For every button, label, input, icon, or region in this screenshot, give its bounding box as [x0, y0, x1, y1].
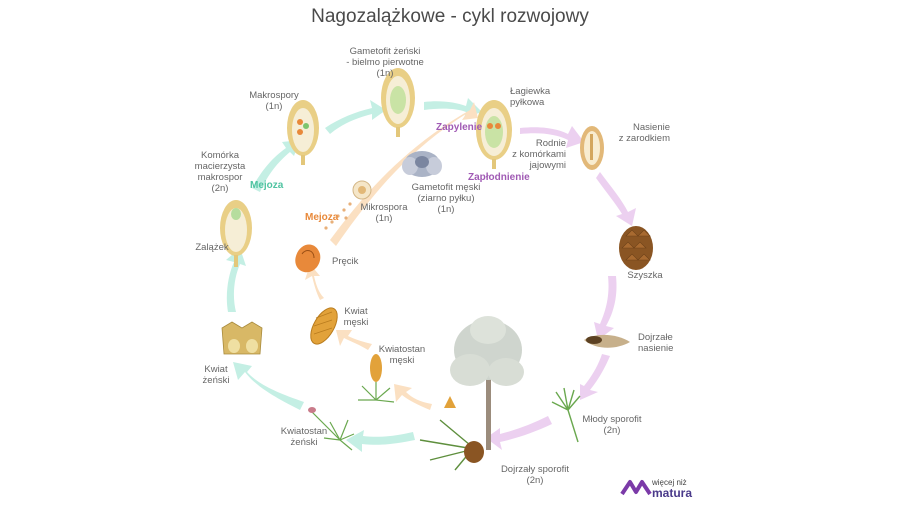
kwiat-zenski-illustration — [221, 321, 263, 355]
dojrzale-nasienie-illustration — [584, 334, 630, 348]
label-mejoza-female: Mejoza — [250, 180, 284, 191]
label-dojrzale-nasienie: Dojrzałe nasienie — [638, 332, 674, 354]
arrow-szyszka-to-dojrzale — [594, 276, 617, 340]
kwiatostan-zenski-illustration — [308, 407, 355, 451]
diagram-title: Nagozalążkowe - cykl rozwojowy — [311, 6, 589, 27]
arrow-kwiatostan-to-kwiat — [233, 362, 304, 410]
matura-logo-mark — [620, 480, 652, 496]
label-mikrospora: Mikrospora (1n) — [360, 202, 408, 224]
label-gametofit-zenski: Gametofit żeński - bielmo pierwotne (1n) — [346, 46, 424, 79]
gametofit-meski-illustration — [402, 151, 442, 177]
arrow-mlody-to-dojrzaly — [486, 416, 552, 450]
kwiatostan-meski-illustration — [358, 354, 395, 403]
arrow-nasienie-to-szyszka — [596, 172, 636, 226]
label-kwiatostan-meski: Kwiatostan męski — [378, 344, 426, 366]
arrow-kwiat-to-precik — [305, 264, 324, 300]
purple-path-arrows — [486, 126, 636, 450]
label-szyszka: Szyszka — [627, 270, 663, 281]
mlody-sporofit-illustration — [551, 387, 581, 443]
arrow-sporofit-to-kwiatostan — [346, 430, 415, 452]
label-gametofit-meski: Gametofit męski (ziarno pyłku) (1n) — [411, 182, 481, 215]
label-kwiatostan-zenski: Kwiatostan żeński — [280, 426, 328, 448]
brand-logo-line2: matura — [652, 486, 693, 500]
arrow-precik-to-zapylenie — [330, 102, 478, 246]
nasienie-illustration — [580, 126, 604, 170]
mikrospora-illustration — [324, 180, 372, 230]
arrow-kwiat-to-zalazek — [226, 248, 246, 312]
label-kwiat-meski: Kwiat męski — [343, 306, 369, 328]
label-nasienie: Nasienie z zarodkiem — [618, 122, 670, 144]
gametofit-zenski-illustration — [381, 68, 415, 137]
label-dojrzaly-sporofit: Dojrzały sporofit (2n) — [500, 464, 570, 486]
brand-logo-line1: więcej niż — [652, 478, 687, 487]
label-zaplodnienie: Zapłodnienie — [468, 172, 530, 183]
label-komorka: Komórka macierzysta makrospor (2n) — [194, 150, 246, 194]
arrow-dojrzale-to-mlody — [580, 354, 610, 400]
label-zapylenie: Zapylenie — [436, 122, 483, 133]
arrow-zaplodnienie-to-nasienie — [520, 126, 584, 148]
label-rodnie: Rodnie z komórkami jajowymi — [512, 138, 566, 171]
makrospory-illustration — [287, 100, 319, 165]
brand-logo: więcej niż matura — [620, 478, 700, 500]
szyszka-illustration — [619, 226, 653, 270]
label-mejoza-male: Mejoza — [305, 212, 339, 223]
kwiat-meski-illustration — [310, 307, 338, 345]
precik-illustration — [295, 244, 321, 273]
arrow-zalazek-to-makrospory — [252, 140, 300, 192]
label-lagiewka: Łagiewka pyłkowa — [510, 86, 551, 108]
arrow-kwiatostan-to-kwiat-meski — [336, 330, 372, 350]
zalazek-illustration — [220, 200, 252, 267]
female-path-arrows — [226, 98, 482, 452]
male-path-arrows — [305, 102, 478, 410]
label-kwiat-zenski: Kwiat żeński — [202, 364, 230, 386]
label-precik: Pręcik — [332, 256, 359, 267]
dojrzaly-sporofit-illustration — [419, 316, 524, 471]
zapylenie-ovule-illustration — [476, 100, 512, 169]
arrow-makrospory-to-gametofit — [325, 100, 386, 134]
label-zalazek: Zalążek — [195, 242, 229, 253]
label-makrospory: Makrospory (1n) — [249, 90, 299, 112]
arrow-sporofit-to-kwiatostan-meski — [394, 384, 432, 410]
label-mlody-sporofit: Młody sporofit (2n) — [582, 414, 642, 436]
